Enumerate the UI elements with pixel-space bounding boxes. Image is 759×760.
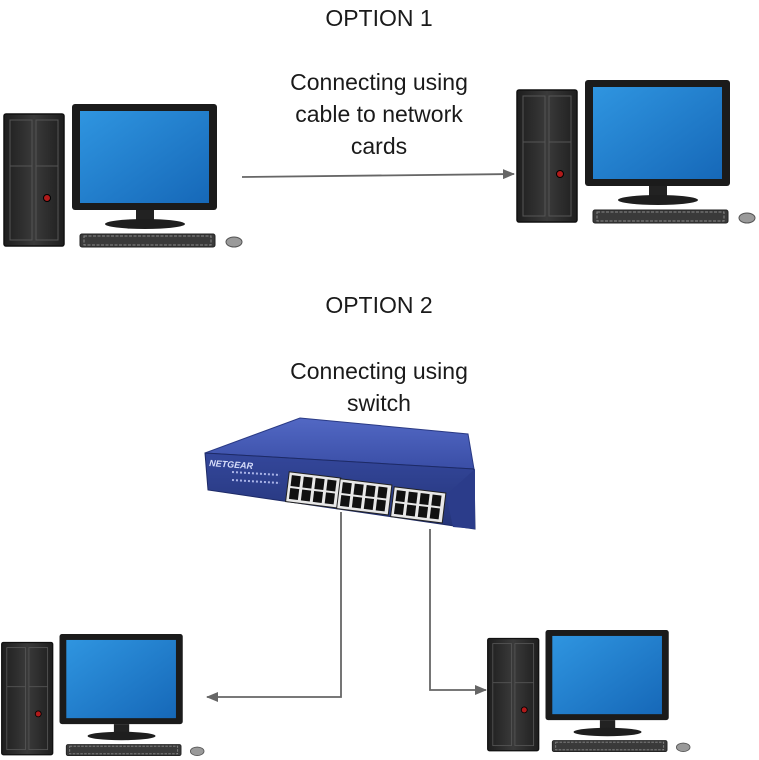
- ethernet-port: [407, 491, 418, 504]
- ethernet-port: [290, 475, 301, 488]
- ethernet-port: [314, 478, 325, 491]
- ethernet-port: [288, 488, 300, 501]
- ethernet-port: [375, 499, 386, 512]
- ethernet-port: [429, 507, 440, 520]
- option-1-title: OPTION 1: [325, 5, 433, 31]
- ethernet-port: [351, 496, 363, 509]
- option-2-title: OPTION 2: [325, 292, 433, 318]
- pc-option1-left: [3, 103, 243, 248]
- cable-switch-to-left-pc: [206, 512, 342, 702]
- switch-brand-logo: NETGEAR: [209, 458, 254, 471]
- pc-option2-left: [1, 633, 205, 757]
- pc-option1-right: [516, 79, 756, 224]
- ethernet-port: [393, 503, 405, 516]
- ethernet-port: [431, 494, 442, 507]
- ethernet-port: [312, 490, 324, 503]
- ethernet-port: [324, 492, 335, 505]
- pc-option2-right: [487, 629, 691, 753]
- ethernet-port: [405, 504, 417, 517]
- ethernet-port: [377, 486, 388, 499]
- ethernet-port: [419, 493, 430, 506]
- ethernet-port: [395, 490, 406, 503]
- ethernet-port: [302, 476, 313, 489]
- ethernet-port: [326, 479, 337, 492]
- ethernet-port: [363, 497, 375, 510]
- switch-ports: [285, 471, 447, 524]
- cable-arrow-option1: [241, 169, 515, 180]
- ethernet-port: [341, 482, 352, 495]
- option-2-caption: Connecting using switch: [290, 358, 468, 416]
- cable-switch-to-right-pc: [429, 529, 487, 695]
- ethernet-port: [339, 495, 351, 508]
- ethernet-port: [300, 489, 312, 502]
- network-switch: NETGEAR: [204, 417, 476, 530]
- ethernet-port: [353, 483, 364, 496]
- ethernet-port: [417, 505, 429, 518]
- ethernet-port: [365, 485, 376, 498]
- option-1-caption: Connecting using cable to network cards: [290, 69, 468, 159]
